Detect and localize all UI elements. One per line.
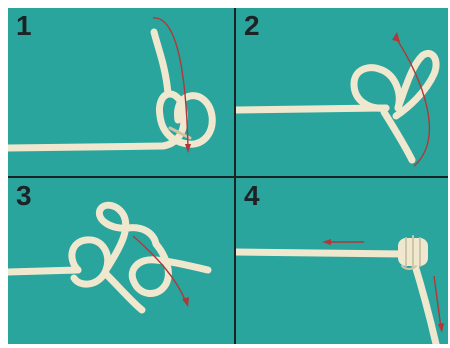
step-3-illustration [8, 178, 234, 344]
rope-right-loop [132, 244, 208, 294]
step-1-illustration [8, 8, 234, 176]
rope-standing-part [236, 108, 386, 110]
step-3-panel: 3 [8, 178, 234, 344]
rope-working-end [384, 112, 412, 160]
step-number: 1 [16, 12, 32, 40]
pull-arrow-down [434, 276, 444, 333]
rope-working-end [154, 32, 168, 94]
rope-standing-part [8, 146, 163, 148]
step-4-panel: 4 [236, 178, 448, 344]
rope-standing-part [8, 270, 78, 272]
rope-standing-part [236, 252, 406, 254]
step-number: 4 [244, 182, 260, 210]
rope-second-loop [396, 53, 436, 116]
pull-arrow-left [322, 239, 364, 245]
horizontal-divider [8, 176, 448, 178]
step-number: 3 [16, 182, 32, 210]
tightened-knot [398, 236, 428, 269]
step-4-illustration [236, 178, 448, 344]
step-2-illustration [236, 8, 448, 176]
rope-working-end [414, 262, 436, 344]
step-1-panel: 1 [8, 8, 234, 176]
step-number: 2 [244, 12, 260, 40]
step-2-panel: 2 [236, 8, 448, 176]
rope-first-loop [354, 68, 399, 109]
rope-left-loop [72, 240, 108, 284]
